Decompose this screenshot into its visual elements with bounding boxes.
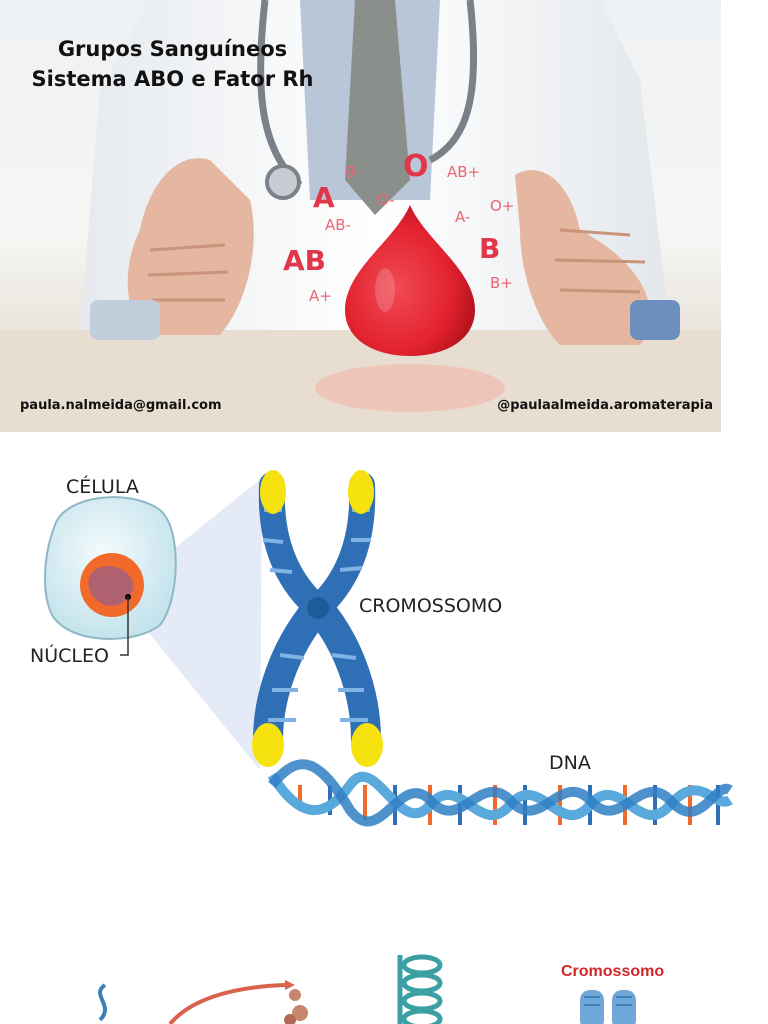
- blood-type-o: O: [403, 149, 429, 184]
- blood-type-b-neg: B-: [345, 163, 361, 181]
- telomere-bottom-left: [252, 723, 284, 767]
- blood-type-ab: AB: [283, 244, 327, 277]
- nucleus-pointer-line: [120, 597, 129, 656]
- compaction-illustration: [98, 954, 636, 1024]
- blood-type-o-pos: O+: [490, 197, 515, 215]
- right-hand: [515, 170, 651, 345]
- right-hand-fingers: [554, 228, 646, 294]
- dna-helix: [267, 759, 733, 827]
- arrow-head-icon: [285, 980, 295, 990]
- blood-type-ab-pos: AB+: [447, 163, 481, 181]
- blood-drop-highlight: [375, 268, 395, 312]
- blood-drop-icon: [345, 205, 475, 356]
- blood-type-b-pos: B+: [490, 274, 513, 292]
- doctor-tie: [345, 0, 410, 215]
- blood-type-a-pos: A+: [309, 287, 332, 305]
- chromosome-pair-icon: [580, 990, 636, 1024]
- title-line-2: Sistema ABO e Fator Rh: [31, 67, 314, 91]
- header-banner: Grupos Sanguíneos Sistema ABO e Fator Rh…: [0, 0, 721, 432]
- nucleosome-icon: [284, 989, 308, 1024]
- chromosome-shape: [253, 472, 381, 755]
- dna-compaction-strip: Cromossomo: [60, 925, 720, 1024]
- banner-title: Grupos Sanguíneos Sistema ABO e Fator Rh: [0, 34, 345, 94]
- cell-label: CÉLULA: [66, 476, 139, 498]
- title-line-1: Grupos Sanguíneos: [57, 37, 288, 61]
- right-sleeve: [630, 300, 680, 340]
- blood-type-b: B: [479, 232, 501, 265]
- left-sleeve: [90, 300, 160, 340]
- zoom-cone: [135, 478, 262, 770]
- left-hand-fingers: [147, 243, 229, 302]
- blood-type-ab-neg: AB-: [325, 216, 351, 234]
- banner-illustration: [0, 0, 721, 432]
- instagram-handle: @paulaalmeida.aromaterapia: [497, 398, 713, 413]
- nucleus-chromatin: [88, 565, 134, 606]
- telomere-top-right: [348, 470, 374, 514]
- telomere-bottom-right: [351, 723, 383, 767]
- blood-type-o-neg: O-: [377, 191, 395, 209]
- nucleus-label: NÚCLEO: [30, 645, 109, 667]
- dna-strand-icon: [98, 983, 107, 1022]
- diagram-illustration: [43, 470, 733, 827]
- stethoscope-chest-piece: [265, 164, 301, 200]
- chromosome-label: CROMOSSOMO: [359, 595, 503, 617]
- cell-chromosome-dna-diagram: CÉLULA NÚCLEO CROMOSSOMO DNA: [0, 440, 768, 870]
- dna-label: DNA: [549, 752, 591, 774]
- blood-type-a-neg: A-: [455, 208, 471, 226]
- compaction-arrow: [168, 983, 286, 1024]
- blood-type-a: A: [313, 181, 335, 214]
- chromosome-title: Cromossomo: [561, 963, 665, 980]
- chromatin-coil-icon: [397, 954, 443, 1024]
- telomere-top-left: [260, 470, 286, 514]
- email-text: paula.nalmeida@gmail.com: [20, 398, 222, 413]
- drop-reflection: [315, 364, 505, 412]
